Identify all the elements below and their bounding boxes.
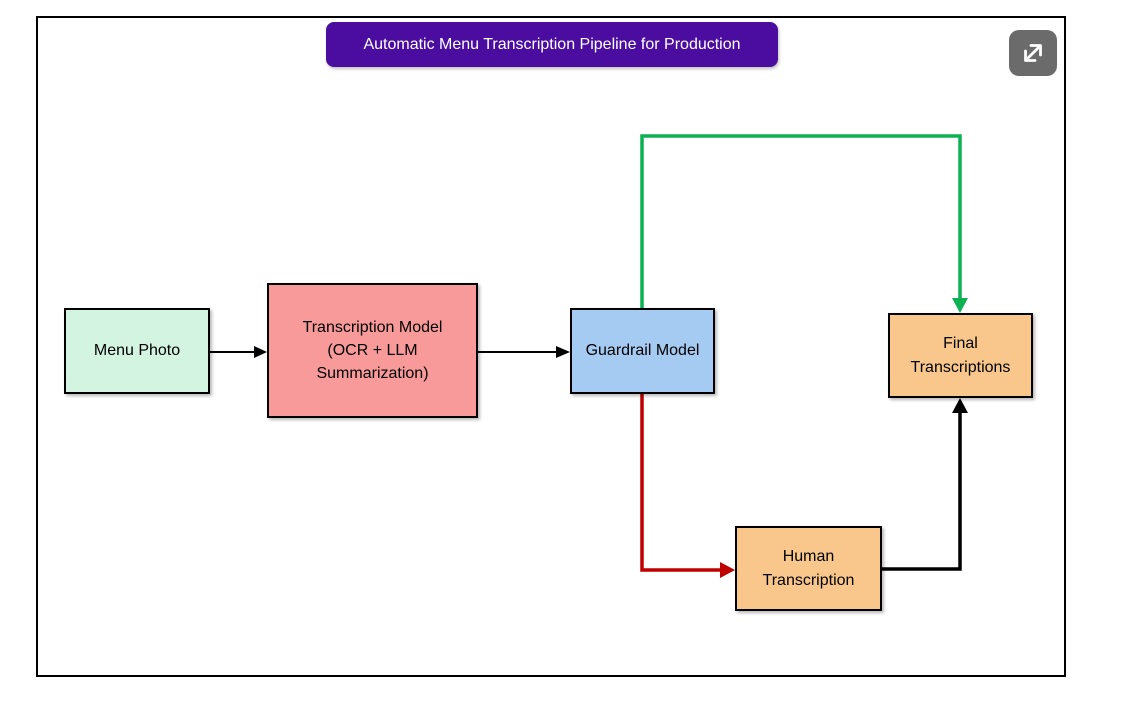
node-human-transcription: Human Transcription (735, 526, 882, 611)
node-transcription-model: Transcription Model (OCR + LLM Summariza… (267, 283, 478, 418)
node-guardrail-model: Guardrail Model (570, 308, 715, 394)
expand-diagonal-icon (1024, 44, 1042, 62)
node-menu-photo: Menu Photo (64, 308, 210, 394)
node-final-transcriptions: Final Transcriptions (888, 313, 1033, 398)
diagram-title: Automatic Menu Transcription Pipeline fo… (326, 22, 778, 67)
expand-button[interactable] (1009, 30, 1057, 76)
